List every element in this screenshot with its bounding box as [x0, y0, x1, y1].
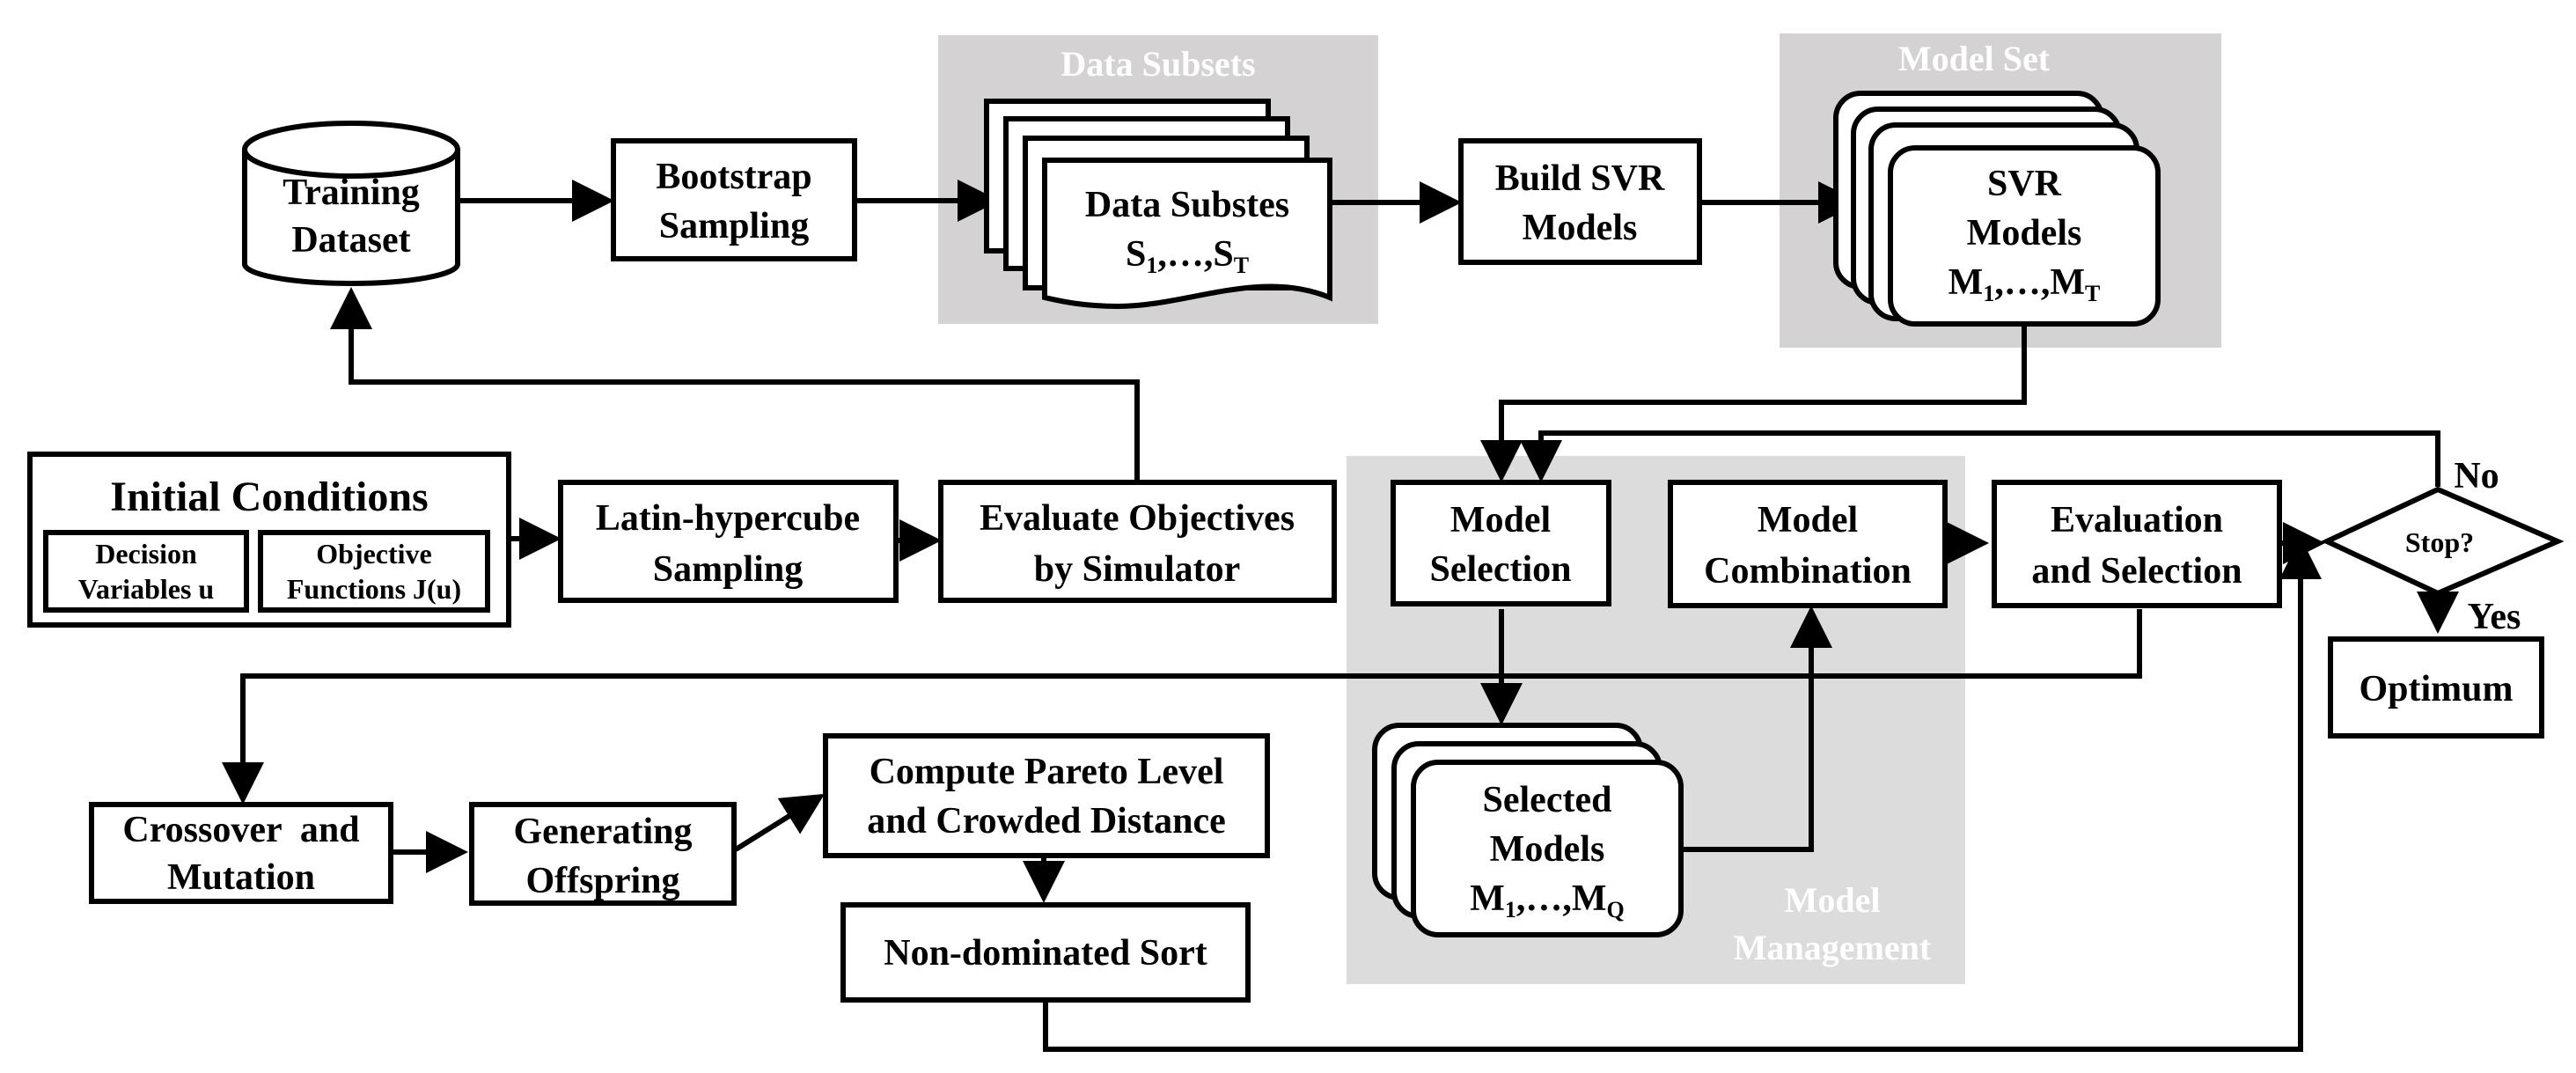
offspring-line-2: Offspring — [525, 861, 679, 901]
data-subsets-line-1: Data Substes — [1085, 185, 1289, 225]
node-initial-conditions[interactable]: Initial Conditions Decision Variables u … — [27, 452, 511, 628]
node-pareto-level[interactable]: Compute Pareto Level and Crowded Distanc… — [823, 733, 1270, 858]
region-model-management-label-1: Model — [1785, 880, 1881, 920]
selected-models-line-1: Selected — [1483, 780, 1612, 820]
connectors — [222, 180, 2459, 1052]
node-optimum[interactable]: Optimum — [2328, 636, 2544, 739]
node-training-dataset[interactable]: Training Dataset — [242, 121, 460, 286]
arrow-stop-no-to-selection — [1520, 430, 2440, 487]
yes-label: Yes — [2468, 597, 2521, 637]
node-generating-offspring[interactable]: Generating Offspring — [469, 802, 737, 906]
bootstrap-line-2: Sampling — [659, 206, 809, 246]
node-non-dominated-sort[interactable]: Non-dominated Sort — [840, 902, 1251, 1003]
region-model-set-label: Model Set — [1898, 39, 2051, 78]
evaluation-line-2: and Selection — [2031, 551, 2242, 592]
selected-models-line-3: M1,…,MQ — [1470, 878, 1625, 922]
node-bootstrap-sampling[interactable]: Bootstrap Sampling — [611, 138, 857, 261]
node-svr-models-stack[interactable]: SVR Models M1,…,MT — [1833, 91, 2161, 327]
latin-line-2: Sampling — [653, 549, 803, 590]
stop-label: Stop? — [2405, 526, 2474, 558]
region-model-management-label-2: Management — [1734, 928, 1932, 967]
node-model-combination[interactable]: Model Combination — [1668, 480, 1948, 608]
crossover-line-2: Mutation — [167, 857, 315, 898]
initial-conditions-title: Initial Conditions — [110, 474, 428, 520]
evaluate-line-2: by Simulator — [1034, 549, 1241, 590]
node-evaluate-objectives[interactable]: Evaluate Objectives by Simulator — [938, 480, 1337, 603]
region-data-subsets-label: Data Subsets — [1060, 44, 1255, 84]
svr-models-line-1: SVR — [1987, 164, 2062, 204]
non-dominated-sort-label: Non-dominated Sort — [884, 933, 1207, 974]
data-subsets-line-2: S1,…,ST — [1126, 234, 1249, 278]
evaluation-line-1: Evaluation — [2051, 500, 2223, 540]
decision-variables-line-2: Variables u — [78, 573, 214, 605]
arrow-evaluation-to-crossover — [222, 609, 2142, 805]
objective-functions-line-2: Functions J(u) — [287, 573, 461, 605]
training-dataset-line-2: Dataset — [291, 220, 410, 261]
node-crossover-mutation[interactable]: Crossover and Mutation — [89, 802, 393, 904]
model-selection-line-2: Selection — [1430, 549, 1572, 590]
training-dataset-line-1: Training — [283, 173, 420, 213]
no-label: No — [2454, 456, 2499, 496]
svr-models-line-2: Models — [1967, 213, 2082, 254]
node-latin-hypercube[interactable]: Latin-hypercube Sampling — [558, 480, 899, 603]
node-data-subsets-stack[interactable]: Data Substes S1,…,ST — [984, 99, 1332, 310]
arrow-sort-to-stop — [1043, 537, 2322, 1052]
model-selection-line-1: Model — [1450, 500, 1551, 540]
arrow-svr-to-selection — [1480, 324, 2027, 482]
arrow-evaluate-to-training — [330, 287, 1140, 481]
objective-functions-box — [258, 530, 490, 613]
optimum-label: Optimum — [2359, 669, 2513, 709]
node-selected-models-stack[interactable]: Selected Models M1,…,MQ — [1372, 723, 1684, 937]
crossover-line-1: Crossover and — [122, 810, 359, 850]
node-evaluation-selection[interactable]: Evaluation and Selection — [1992, 480, 2282, 608]
pareto-line-2: and Crowded Distance — [867, 801, 1226, 841]
node-stop-decision[interactable]: Stop? — [2320, 486, 2565, 597]
offspring-line-1: Generating — [514, 812, 693, 852]
pareto-line-1: Compute Pareto Level — [870, 752, 1224, 792]
objective-functions-line-1: Objective — [316, 538, 432, 570]
arrow-selected-to-combination — [1681, 606, 1832, 852]
arrow-offspring-to-pareto — [734, 793, 826, 852]
node-build-svr-models[interactable]: Build SVR Models — [1458, 138, 1702, 265]
build-svr-line-1: Build SVR — [1495, 158, 1665, 199]
selected-models-line-2: Models — [1490, 829, 1605, 870]
bootstrap-line-1: Bootstrap — [656, 157, 811, 197]
latin-line-1: Latin-hypercube — [596, 498, 860, 539]
svr-models-line-3: M1,…,MT — [1949, 262, 2101, 306]
model-combination-line-1: Model — [1758, 500, 1858, 540]
evaluate-line-1: Evaluate Objectives — [980, 498, 1295, 539]
decision-variables-line-1: Decision — [95, 538, 197, 570]
model-combination-line-2: Combination — [1704, 551, 1912, 592]
build-svr-line-2: Models — [1523, 208, 1638, 248]
decision-variables-box — [43, 530, 249, 613]
node-model-selection[interactable]: Model Selection — [1391, 480, 1611, 606]
